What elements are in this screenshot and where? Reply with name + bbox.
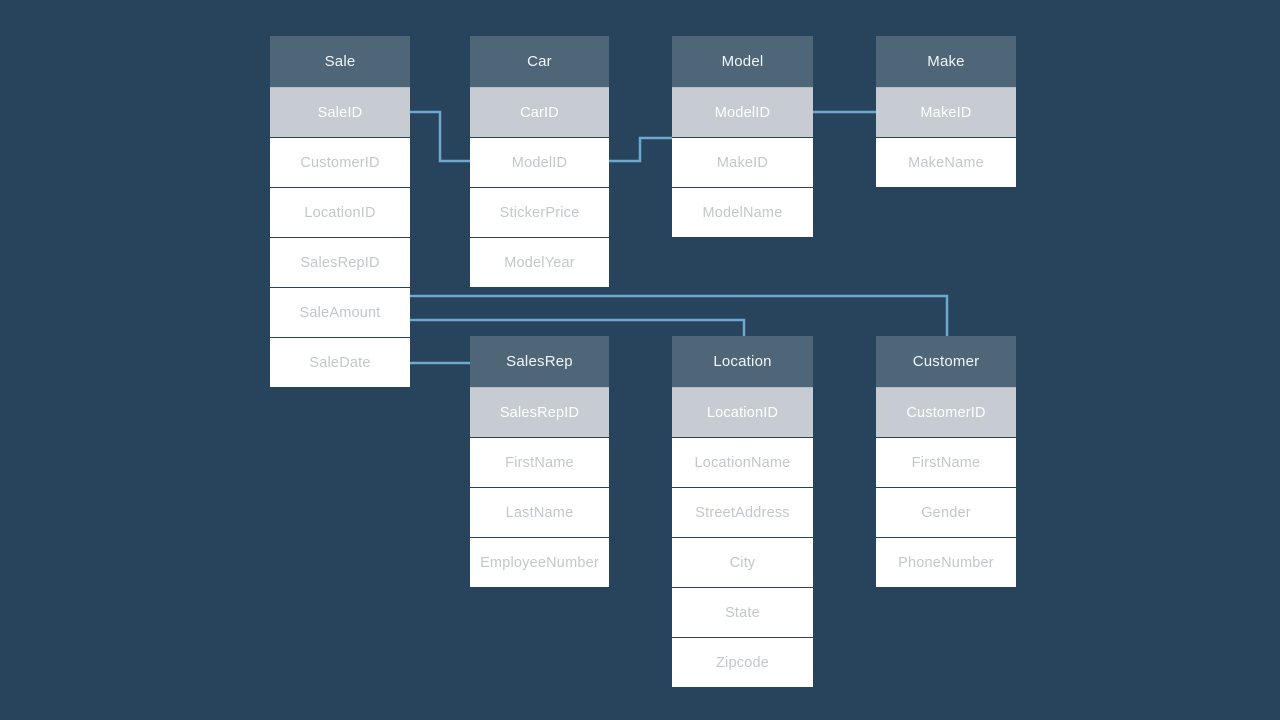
field-customer-phonenumber[interactable]: PhoneNumber — [876, 537, 1016, 587]
field-car-modelyear[interactable]: ModelYear — [470, 237, 609, 287]
field-salesrep-firstname[interactable]: FirstName — [470, 437, 609, 487]
field-location-streetaddress[interactable]: StreetAddress — [672, 487, 813, 537]
primary-key-field-sale-saleid[interactable]: SaleID — [270, 87, 410, 137]
entity-title-customer: Customer — [876, 336, 1016, 387]
field-salesrep-lastname[interactable]: LastName — [470, 487, 609, 537]
field-model-modelname[interactable]: ModelName — [672, 187, 813, 237]
field-sale-salesrepid[interactable]: SalesRepID — [270, 237, 410, 287]
field-location-state[interactable]: State — [672, 587, 813, 637]
field-make-makename[interactable]: MakeName — [876, 137, 1016, 187]
primary-key-field-customer-customerid[interactable]: CustomerID — [876, 387, 1016, 437]
primary-key-field-model-modelid[interactable]: ModelID — [672, 87, 813, 137]
field-sale-saleamount[interactable]: SaleAmount — [270, 287, 410, 337]
relationship-line-car-modelid-to-model-modelid — [607, 136, 674, 163]
primary-key-field-location-locationid[interactable]: LocationID — [672, 387, 813, 437]
field-customer-gender[interactable]: Gender — [876, 487, 1016, 537]
relationship-line-sale-locationid-to-location — [408, 318, 746, 338]
field-location-zipcode[interactable]: Zipcode — [672, 637, 813, 687]
entity-title-make: Make — [876, 36, 1016, 87]
field-sale-locationid[interactable]: LocationID — [270, 187, 410, 237]
field-location-locationname[interactable]: LocationName — [672, 437, 813, 487]
field-model-makeid[interactable]: MakeID — [672, 137, 813, 187]
field-salesrep-employeenumber[interactable]: EmployeeNumber — [470, 537, 609, 587]
entity-title-sale: Sale — [270, 36, 410, 87]
entity-title-car: Car — [470, 36, 609, 87]
field-car-modelid[interactable]: ModelID — [470, 137, 609, 187]
entity-title-location: Location — [672, 336, 813, 387]
primary-key-field-salesrep-salesrepid[interactable]: SalesRepID — [470, 387, 609, 437]
field-sale-customerid[interactable]: CustomerID — [270, 137, 410, 187]
field-sale-saledate[interactable]: SaleDate — [270, 337, 410, 387]
primary-key-field-car-carid[interactable]: CarID — [470, 87, 609, 137]
primary-key-field-make-makeid[interactable]: MakeID — [876, 87, 1016, 137]
entity-title-model: Model — [672, 36, 813, 87]
relationship-line-car-modelid-to-sale-saleid — [407, 110, 472, 163]
field-customer-firstname[interactable]: FirstName — [876, 437, 1016, 487]
field-location-city[interactable]: City — [672, 537, 813, 587]
field-car-stickerprice[interactable]: StickerPrice — [470, 187, 609, 237]
entity-title-salesrep: SalesRep — [470, 336, 609, 387]
relationship-line-sale-customerid-to-customer — [408, 294, 949, 338]
